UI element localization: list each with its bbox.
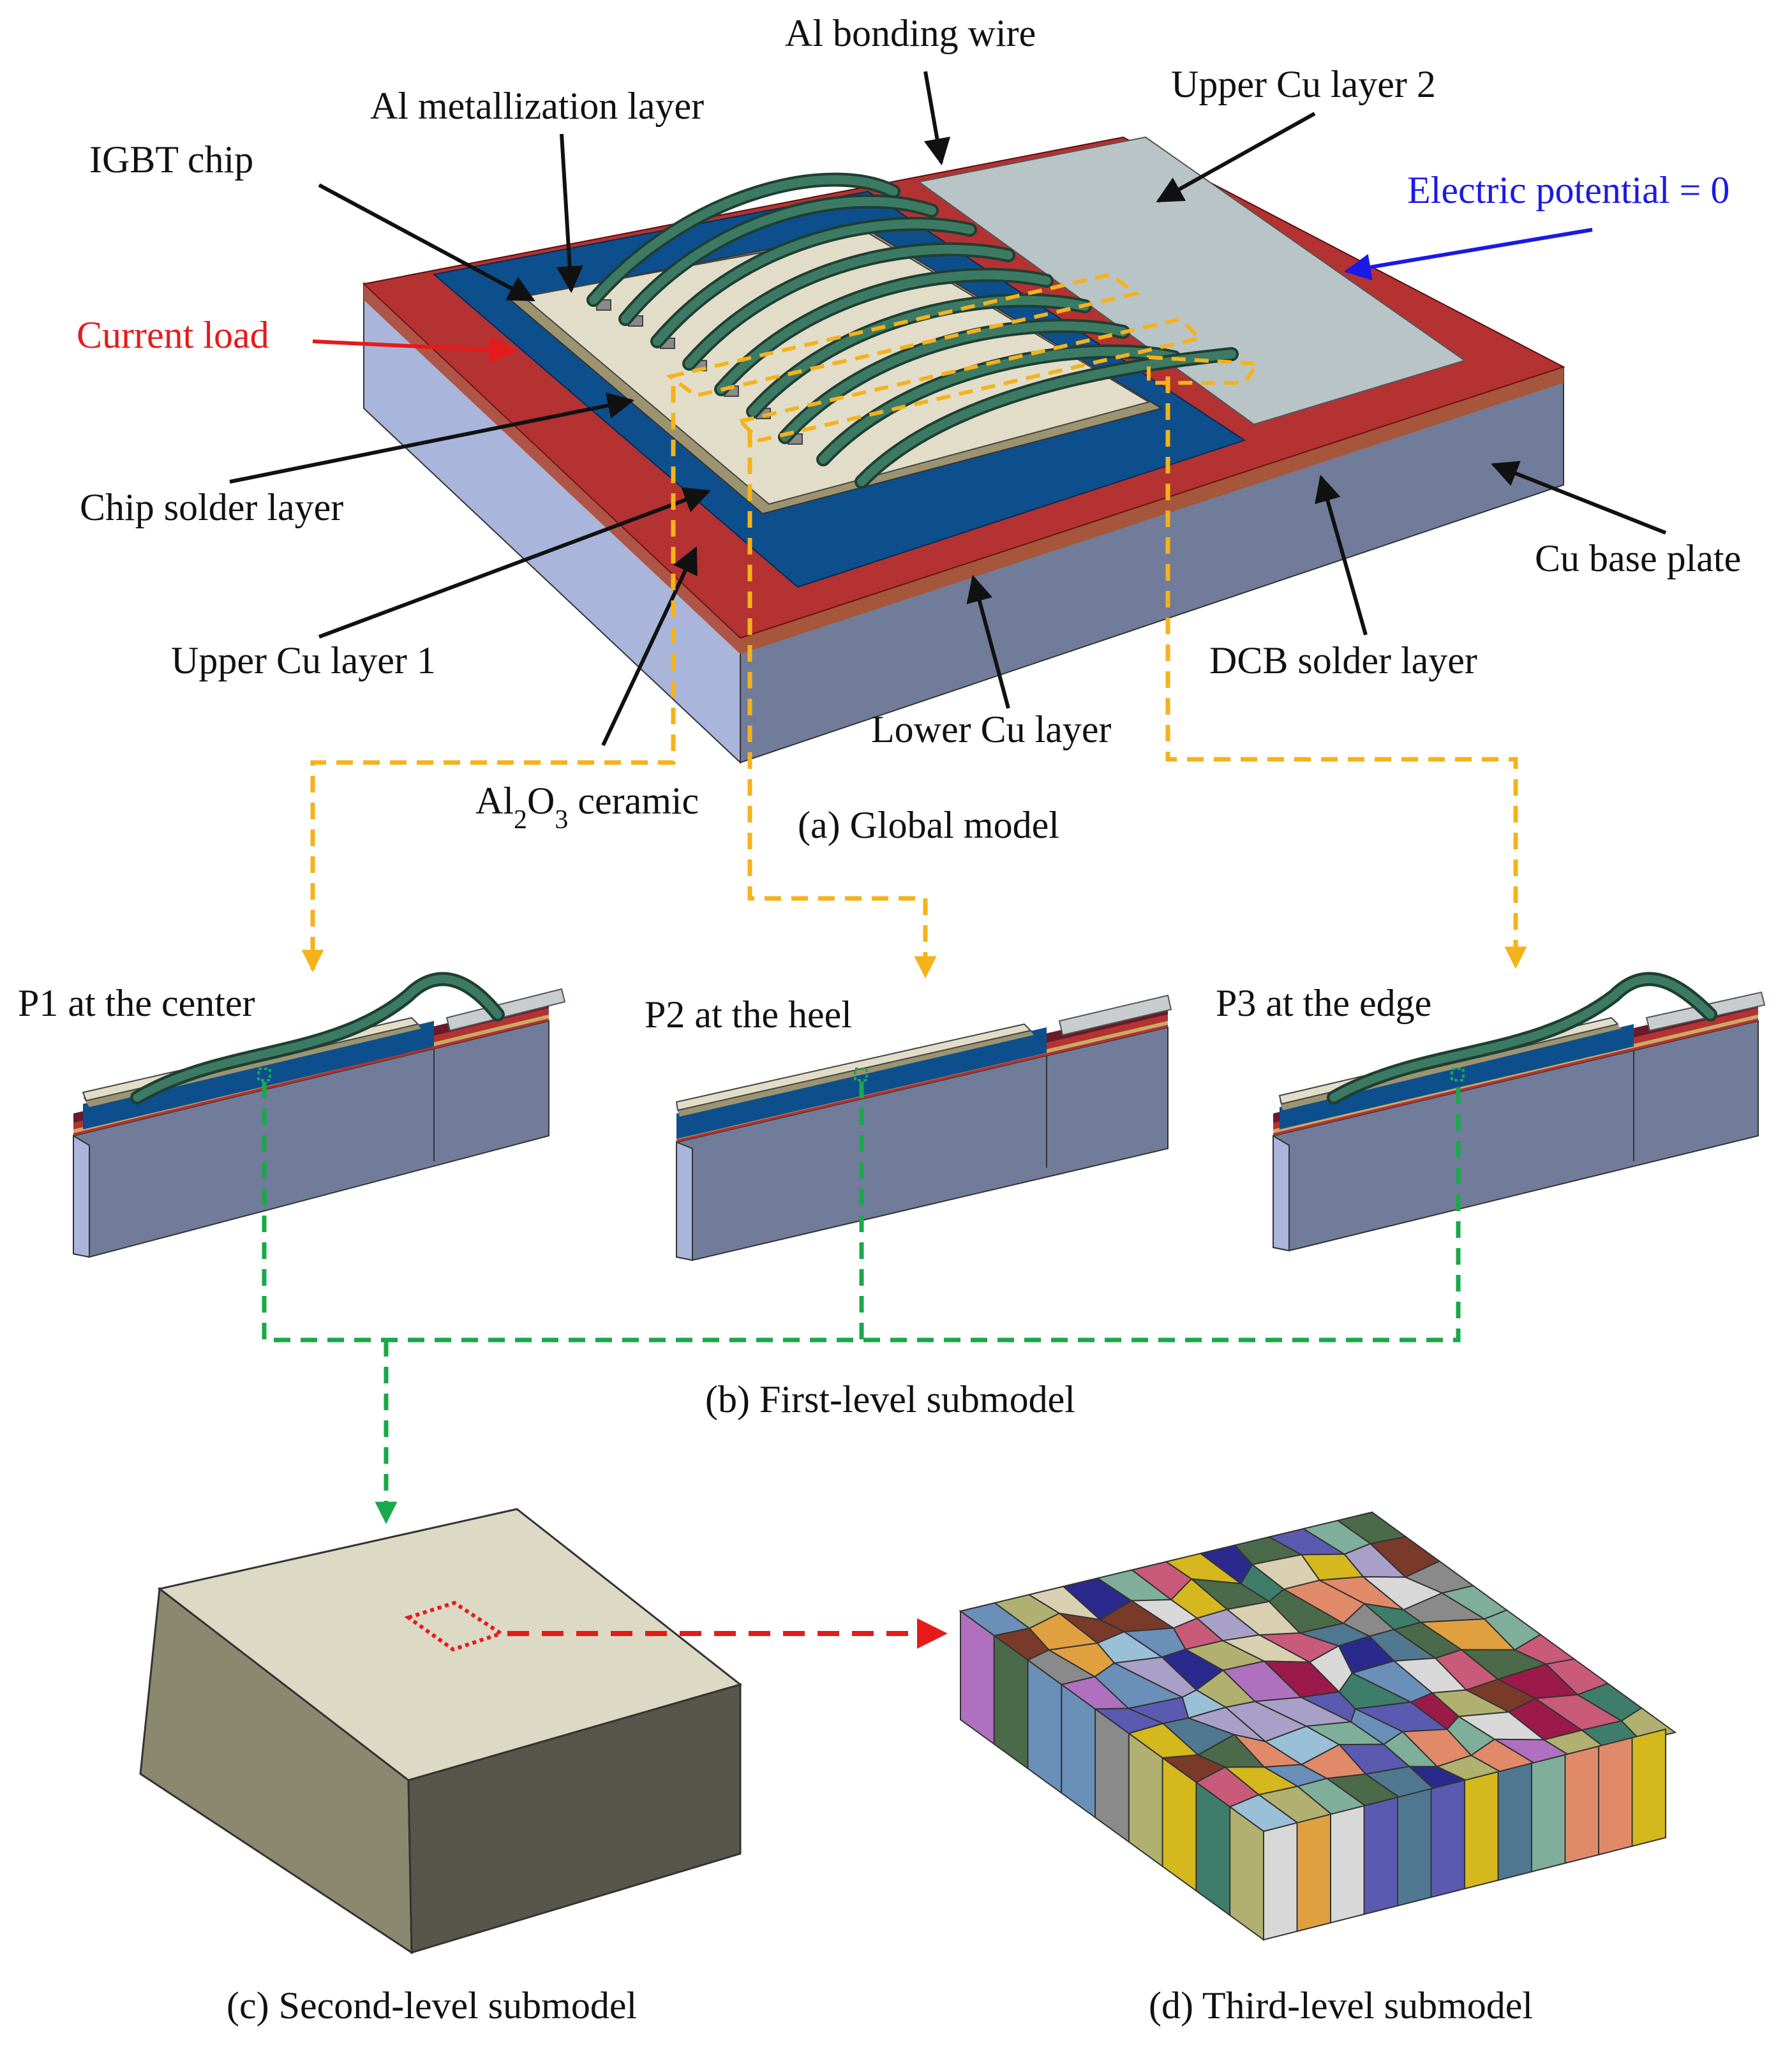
upper-cu-left-edge xyxy=(364,284,740,654)
second-level-submodel xyxy=(139,1508,948,1954)
grain-side-right xyxy=(1263,1728,1666,1941)
arrow-dcb-solder-layer xyxy=(1315,474,1368,636)
label-p1: P1 at the center xyxy=(18,982,255,1024)
grain-cells xyxy=(959,1511,1677,1833)
p2-point-marker xyxy=(854,1068,868,1082)
label-p3: P3 at the edge xyxy=(1216,982,1431,1024)
label-al-metallization-layer: Al metallization layer xyxy=(370,85,704,127)
cube-right xyxy=(407,1683,742,1954)
grain-side-cell xyxy=(1631,1728,1666,1847)
arrow-cu-base-plate xyxy=(1491,461,1667,535)
global-labels: Al bonding wire Upper Cu layer 2 Al meta… xyxy=(77,12,1741,846)
label-p2: P2 at the heel xyxy=(645,994,852,1036)
grain-side-cell xyxy=(1430,1779,1465,1898)
grain-side-cell xyxy=(1497,1762,1532,1881)
region-p2 xyxy=(736,316,1204,443)
submodel-p3 xyxy=(1273,972,1766,1252)
grain-side-cell xyxy=(1564,1745,1599,1864)
arrow-al-metallization-layer xyxy=(556,133,583,294)
label-al-bonding-wire: Al bonding wire xyxy=(785,12,1036,54)
orange-connectors xyxy=(301,376,1527,979)
arrow-chip-solder-layer xyxy=(229,392,635,484)
connector-p3 xyxy=(1165,376,1527,969)
caption-first-level: (b) First-level submodel xyxy=(705,1378,1075,1420)
connector-p1 xyxy=(301,386,676,972)
region-p3 xyxy=(1147,355,1261,385)
label-cu-base-plate: Cu base plate xyxy=(1535,537,1741,579)
submodel-regions xyxy=(666,272,1261,443)
region-p1 xyxy=(666,272,1140,398)
connector-green-main xyxy=(262,1082,1461,1343)
grain-side-left xyxy=(960,1610,1264,1941)
label-upper-cu-layer-1: Upper Cu layer 1 xyxy=(171,639,436,681)
arrow-al-bonding-wire xyxy=(923,71,951,166)
label-current-load: Current load xyxy=(77,314,269,356)
grain-side-cell xyxy=(1263,1822,1298,1941)
label-electric-potential: Electric potential = 0 xyxy=(1407,169,1729,211)
arrow-upper-cu-layer-2 xyxy=(1156,112,1316,203)
grain-side-cell xyxy=(1363,1796,1398,1916)
arrow-igbt-chip xyxy=(318,183,535,302)
green-connectors xyxy=(257,1068,1465,1524)
grain-side-cell xyxy=(1296,1813,1331,1932)
p1-point-marker xyxy=(257,1068,271,1082)
caption-second-level: (c) Second-level submodel xyxy=(227,1984,637,2027)
arrow-lower-cu-layer xyxy=(966,574,1010,709)
upper-cu-layer-2-pad xyxy=(917,136,1467,426)
first-level-submodels: P1 at the center P2 at the heel P3 at th… xyxy=(18,972,1766,1261)
label-chip-solder-layer: Chip solder layer xyxy=(80,486,343,528)
arrow-electric-potential xyxy=(1343,228,1593,281)
grain-side-cell xyxy=(1464,1771,1499,1890)
grain-side-cell xyxy=(1330,1805,1365,1924)
caption-global-model: (a) Global model xyxy=(798,804,1059,846)
igbt-chip-top xyxy=(521,232,1151,505)
upper-cu-front-edge xyxy=(740,367,1564,654)
global-model xyxy=(362,136,1565,764)
third-level-submodel xyxy=(959,1511,1677,1941)
arrow-current-load xyxy=(312,336,517,364)
grain-side-cell xyxy=(1397,1788,1432,1907)
submodel-p2 xyxy=(675,994,1172,1261)
third-level-region-marker xyxy=(404,1600,505,1652)
grain-side-cell xyxy=(1531,1753,1566,1873)
label-lower-cu-layer: Lower Cu layer xyxy=(871,708,1112,750)
caption-third-level: (d) Third-level submodel xyxy=(1149,1984,1533,2027)
p3-point-marker xyxy=(1451,1068,1465,1082)
al-bonding-wires xyxy=(586,172,1239,489)
label-al2o3-ceramic: Al2O3 ceramic xyxy=(475,780,699,835)
arrow-upper-cu-layer-1 xyxy=(318,487,711,639)
label-igbt-chip: IGBT chip xyxy=(89,138,253,181)
grain-side-cell xyxy=(1598,1737,1633,1856)
label-upper-cu-layer-2: Upper Cu layer 2 xyxy=(1171,63,1436,105)
connector-p2 xyxy=(747,431,937,979)
submodel-p1 xyxy=(73,972,566,1258)
label-dcb-solder-layer: DCB solder layer xyxy=(1209,639,1477,681)
arrow-al2o3-ceramic xyxy=(601,546,698,747)
